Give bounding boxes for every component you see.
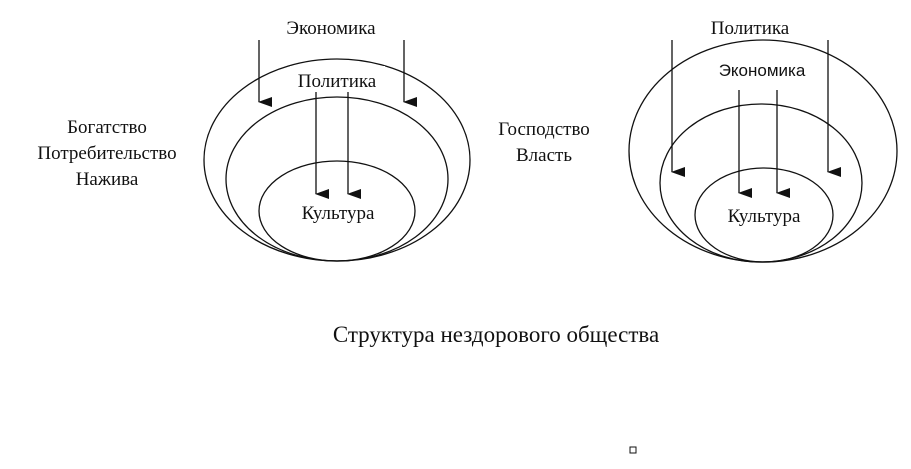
left-inner-label: Культура [302,203,375,224]
left-arrows [258,40,417,199]
right-side-line-1: Господство [498,119,590,140]
left-side-text: Богатство Потребительство Нажива [37,117,176,190]
right-diagram: Политика Экономика Культура [628,18,898,263]
right-middle-ellipse [659,103,863,263]
right-side-text: Господство Власть [498,119,590,166]
left-inner-ellipse [258,160,416,262]
left-side-line-2: Потребительство [37,143,176,164]
right-top-label: Политика [711,18,790,39]
left-side-line-3: Нажива [76,169,139,190]
left-middle-ellipse [225,96,449,262]
right-outer-label: Экономика [719,61,806,80]
diagram-caption: Структура нездорового общества [333,322,659,347]
left-outer-label: Политика [298,71,377,92]
left-side-line-1: Богатство [67,117,147,138]
selection-handle[interactable] [629,446,637,454]
left-diagram: Экономика Политика Культура Богатство По… [37,18,471,262]
right-arrows [671,40,841,198]
right-side-line-2: Власть [516,145,572,166]
left-top-label: Экономика [286,18,376,39]
right-inner-ellipse [694,167,834,263]
right-inner-label: Культура [728,206,801,227]
